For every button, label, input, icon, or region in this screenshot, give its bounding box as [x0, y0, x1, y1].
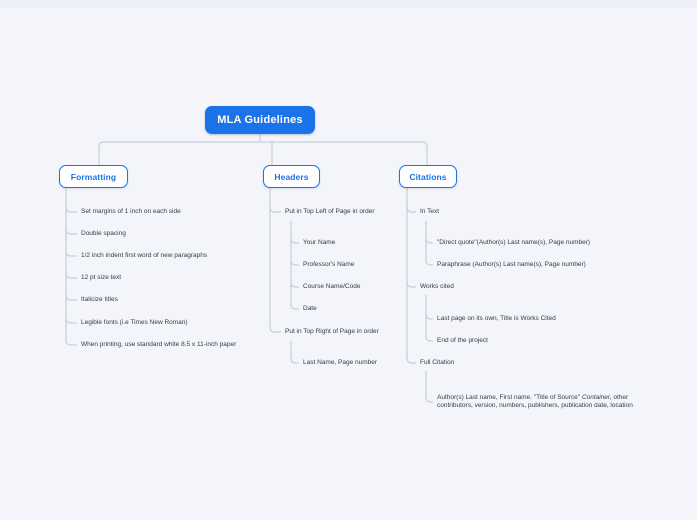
item-double-spacing[interactable]: Double spacing — [81, 230, 126, 238]
root-node-mla-guidelines[interactable]: MLA Guidelines — [205, 106, 315, 134]
item-standard-paper[interactable]: When printing, use standard white 8.5 x … — [81, 341, 237, 349]
item-professors-name[interactable]: Professor's Name — [303, 261, 355, 269]
item-italicize-titles[interactable]: Italicize titles — [81, 296, 118, 304]
item-full-citation-format[interactable]: Author(s) Last name, First name. "Title … — [437, 394, 639, 410]
item-top-left-of-page[interactable]: Put in Top Left of Page in order — [285, 208, 375, 216]
item-course-name-code[interactable]: Course Name/Code — [303, 283, 361, 291]
item-top-right-of-page[interactable]: Put in Top Right of Page in order — [285, 328, 379, 336]
item-paraphrase[interactable]: Paraphrase (Author(s) Last name(s), Page… — [437, 261, 586, 269]
branch-node-formatting[interactable]: Formatting — [59, 165, 128, 188]
item-12pt-text[interactable]: 12 pt size text — [81, 274, 122, 282]
full-citation-container-italic: Container, — [581, 394, 612, 402]
item-in-text[interactable]: In Text — [420, 208, 440, 216]
item-last-page-own[interactable]: Last page on its own, Title is Works Cit… — [437, 315, 556, 323]
branch-node-label: Headers — [274, 171, 309, 182]
item-end-of-project[interactable]: End of the project — [437, 337, 488, 345]
branch-node-label: Citations — [409, 171, 447, 182]
full-citation-text-before: Author(s) Last name, First name. "Title … — [437, 394, 582, 402]
full-citation-text-after: other contributors, version, numbers, pu… — [437, 394, 633, 409]
item-works-cited[interactable]: Works cited — [420, 283, 454, 291]
item-legible-fonts[interactable]: Legible fonts (i.e Times New Roman) — [81, 319, 188, 327]
item-half-inch-indent[interactable]: 1/2 inch indent first word of new paragr… — [81, 252, 208, 260]
item-date[interactable]: Date — [303, 305, 317, 313]
item-lastname-pagenum[interactable]: Last Name, Page number — [303, 359, 378, 367]
top-band — [0, 0, 697, 8]
root-node-label: MLA Guidelines — [217, 114, 303, 126]
item-direct-quote[interactable]: "Direct quote"(Author(s) Last name(s), P… — [437, 239, 591, 247]
branch-node-headers[interactable]: Headers — [263, 165, 320, 188]
item-your-name[interactable]: Your Name — [303, 239, 336, 247]
branch-node-citations[interactable]: Citations — [399, 165, 457, 188]
branch-node-label: Formatting — [70, 171, 117, 182]
item-full-citation[interactable]: Full Citation — [420, 359, 455, 367]
item-set-margins[interactable]: Set margins of 1 inch on each side — [81, 208, 181, 216]
